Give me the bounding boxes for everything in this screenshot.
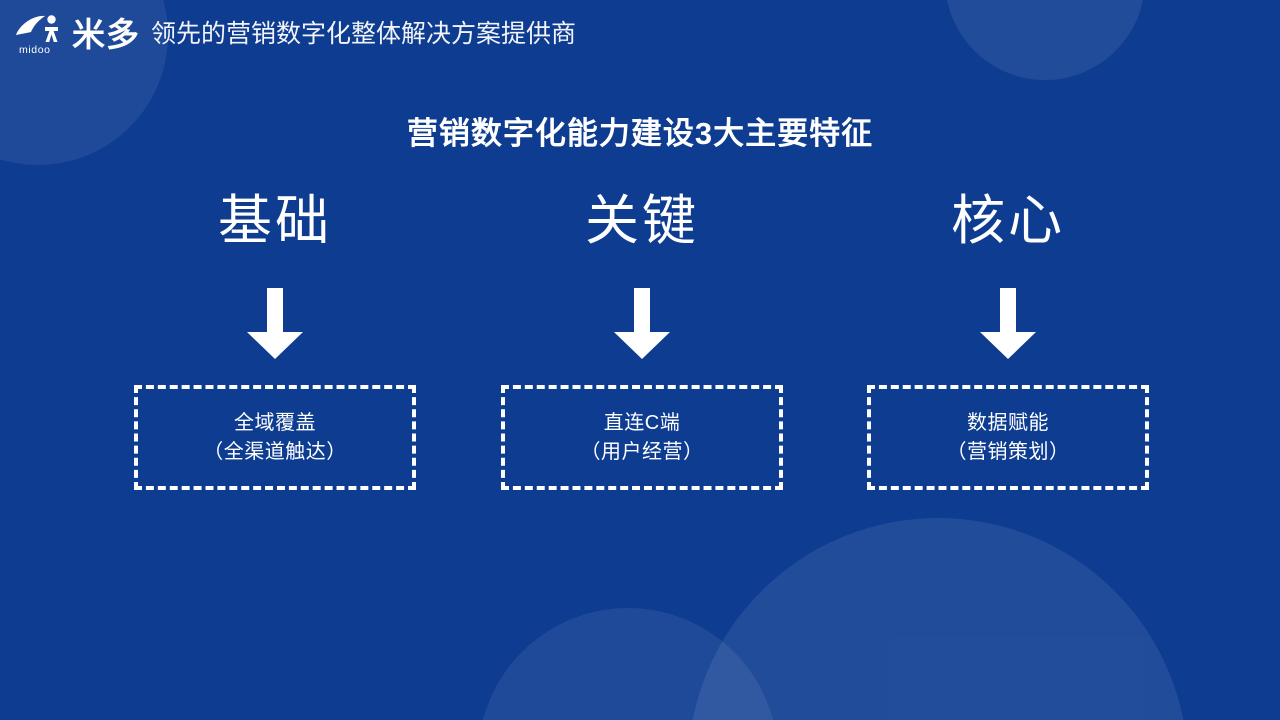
- feature-title: 全域覆盖: [234, 411, 316, 434]
- arrow-down-icon: [613, 288, 671, 360]
- decor-circle-bottom-right: [688, 518, 1188, 720]
- feature-box: 全域覆盖 （全渠道触达）: [134, 385, 416, 490]
- page-title: 营销数字化能力建设3大主要特征: [406, 116, 874, 151]
- arrow-down-icon: [979, 288, 1037, 360]
- feature-column-foundation: 基础 全域覆盖 （全渠道触达）: [105, 190, 445, 490]
- feature-subtitle: （全渠道触达）: [203, 440, 347, 463]
- feature-box: 数据赋能 （营销策划）: [867, 385, 1149, 490]
- brand-tagline: 领先的营销数字化整体解决方案提供商: [151, 19, 577, 48]
- feature-column-key: 关键 直连C端 （用户经营）: [472, 190, 812, 490]
- feature-subtitle: （营销策划）: [946, 440, 1070, 463]
- column-heading: 核心: [951, 191, 1065, 251]
- brand-name-cn: 米多: [72, 15, 140, 53]
- decor-circle-top-right: [945, 0, 1145, 80]
- decor-circle-bottom-left: [478, 608, 778, 720]
- feature-columns: 基础 全域覆盖 （全渠道触达） 关键 直连C端 （用户经营）: [0, 190, 1280, 500]
- midoo-bird-logo-icon: midoo: [14, 13, 68, 55]
- feature-column-core: 核心 数据赋能 （营销策划）: [838, 190, 1178, 490]
- arrow-down-icon: [246, 288, 304, 360]
- feature-title: 数据赋能: [967, 411, 1049, 434]
- logo-wordmark: midoo: [19, 44, 51, 55]
- brand-header: midoo 米多 领先的营销数字化整体解决方案提供商: [14, 11, 576, 57]
- column-heading: 基础: [218, 191, 332, 251]
- column-heading: 关键: [585, 191, 699, 251]
- feature-subtitle: （用户经营）: [580, 440, 704, 463]
- feature-box: 直连C端 （用户经营）: [501, 385, 783, 490]
- feature-title: 直连C端: [603, 411, 681, 434]
